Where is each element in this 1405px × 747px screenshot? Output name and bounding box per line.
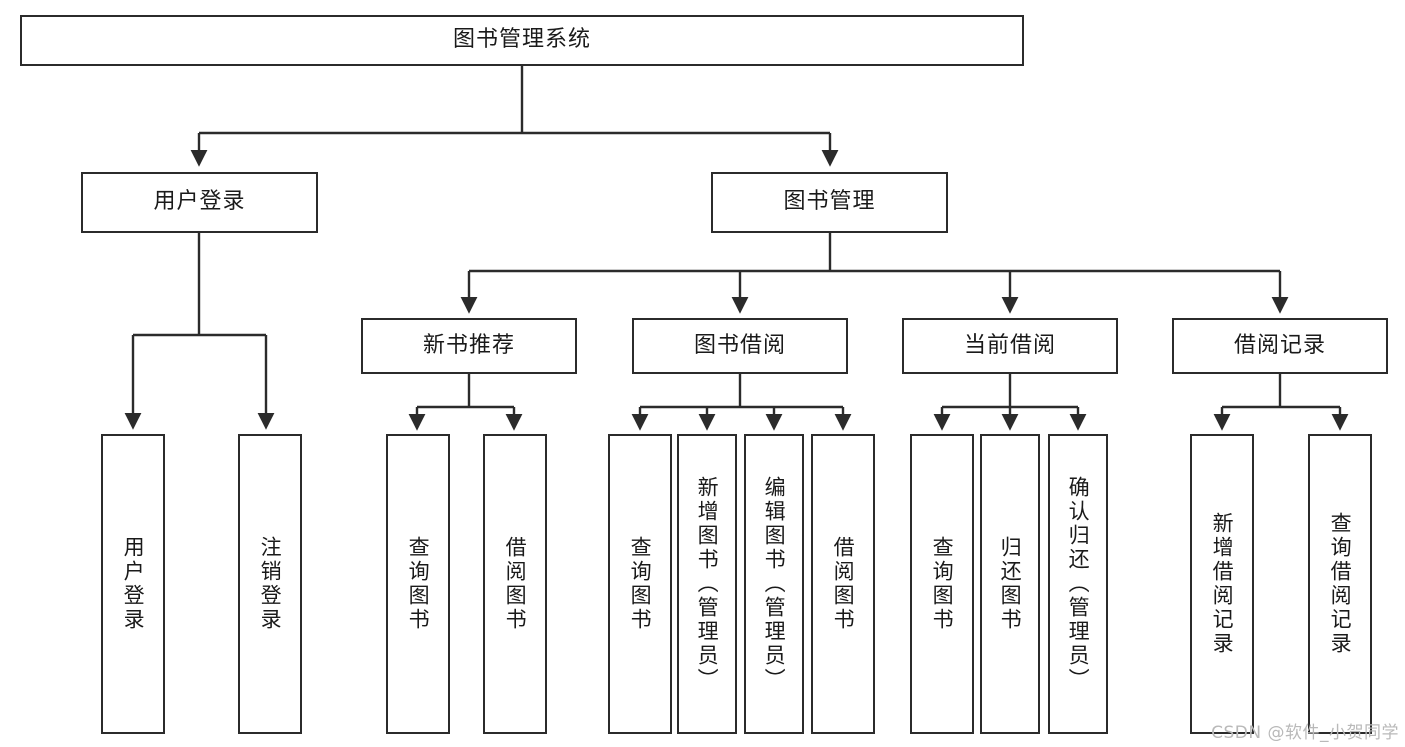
node-label: 用户登录 bbox=[121, 536, 146, 632]
leaf-borrow-record-add[interactable]: 新增借阅记录 bbox=[1190, 434, 1254, 734]
node-current-borrow[interactable]: 当前借阅 bbox=[902, 318, 1118, 374]
leaf-current-borrow-confirm[interactable]: 确认归还（管理员） bbox=[1048, 434, 1108, 734]
node-label: 用户登录 bbox=[153, 189, 246, 215]
node-label: 当前借阅 bbox=[963, 332, 1056, 358]
leaf-current-borrow-query[interactable]: 查询图书 bbox=[910, 434, 974, 734]
node-label: 查询图书 bbox=[406, 536, 431, 632]
leaf-borrow-record-query[interactable]: 查询借阅记录 bbox=[1308, 434, 1372, 734]
node-user-login[interactable]: 用户登录 bbox=[81, 172, 318, 233]
node-label: 新书推荐 bbox=[422, 332, 515, 358]
node-label: 图书管理 bbox=[783, 189, 876, 215]
node-label: 编辑图书（管理员） bbox=[762, 476, 787, 692]
leaf-book-borrow-add[interactable]: 新增图书（管理员） bbox=[677, 434, 737, 734]
node-borrow-record[interactable]: 借阅记录 bbox=[1172, 318, 1388, 374]
node-book-management[interactable]: 图书管理 bbox=[711, 172, 948, 233]
leaf-book-borrow-edit[interactable]: 编辑图书（管理员） bbox=[744, 434, 804, 734]
node-label: 归还图书 bbox=[998, 536, 1023, 632]
leaf-current-borrow-return[interactable]: 归还图书 bbox=[980, 434, 1040, 734]
node-label: 查询图书 bbox=[930, 536, 955, 632]
leaf-user-login-logout[interactable]: 注销登录 bbox=[238, 434, 302, 734]
node-label: 借阅图书 bbox=[503, 536, 528, 632]
node-label: 借阅记录 bbox=[1233, 332, 1326, 358]
leaf-new-book-query[interactable]: 查询图书 bbox=[386, 434, 450, 734]
node-root-system[interactable]: 图书管理系统 bbox=[20, 15, 1024, 66]
leaf-new-book-borrow[interactable]: 借阅图书 bbox=[483, 434, 547, 734]
node-book-borrow[interactable]: 图书借阅 bbox=[632, 318, 848, 374]
node-label: 新增图书（管理员） bbox=[695, 476, 720, 692]
leaf-book-borrow-borrow[interactable]: 借阅图书 bbox=[811, 434, 875, 734]
node-new-book-recommend[interactable]: 新书推荐 bbox=[361, 318, 577, 374]
node-label: 图书借阅 bbox=[693, 332, 786, 358]
node-label: 图书管理系统 bbox=[452, 27, 591, 53]
node-label: 查询借阅记录 bbox=[1328, 512, 1353, 656]
node-label: 注销登录 bbox=[258, 536, 283, 632]
leaf-user-login-login[interactable]: 用户登录 bbox=[101, 434, 165, 734]
leaf-book-borrow-query[interactable]: 查询图书 bbox=[608, 434, 672, 734]
node-label: 确认归还（管理员） bbox=[1066, 476, 1091, 692]
node-label: 查询图书 bbox=[628, 536, 653, 632]
node-label: 新增借阅记录 bbox=[1210, 512, 1235, 656]
node-label: 借阅图书 bbox=[831, 536, 856, 632]
